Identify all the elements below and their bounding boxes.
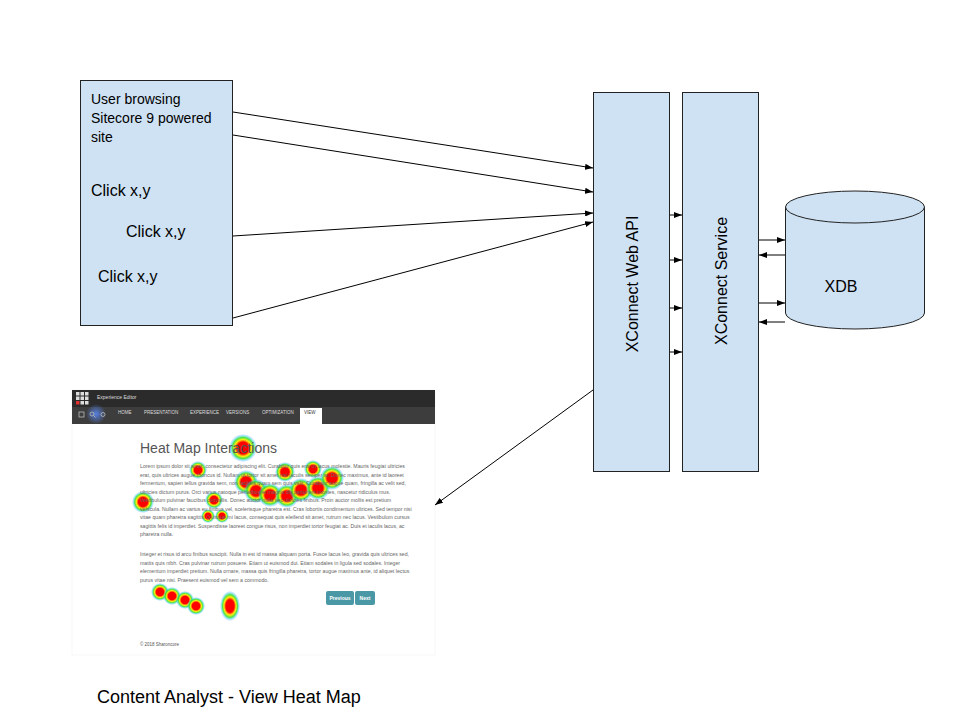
node-text: OPTIMIZATION xyxy=(262,410,294,415)
ribbon-bar xyxy=(72,407,435,424)
text-holder: VIEW xyxy=(304,410,316,415)
flow-arrow xyxy=(759,240,785,241)
figure-caption: Content Analyst - View Heat Map xyxy=(97,686,361,708)
flow-arrow xyxy=(233,135,593,192)
share-icon xyxy=(101,413,105,417)
flow-arrow xyxy=(670,352,682,353)
flow-arrow xyxy=(233,222,593,318)
node-text: EXPERIENCE xyxy=(190,410,219,415)
caption-holder: Content Analyst - View Heat Map xyxy=(97,686,361,708)
logo-cell xyxy=(81,401,85,405)
node-label: Experience Editor xyxy=(97,394,136,400)
flow-arrow xyxy=(435,390,593,505)
text-holder: EXPERIENCE xyxy=(190,410,219,415)
node-text: VERSIONS xyxy=(226,410,249,415)
flow-arrow xyxy=(233,213,593,236)
text-holder: User browsing Sitecore 9 powered site xyxy=(91,90,226,147)
node-text: Click x,y xyxy=(91,181,151,200)
cylinder-top xyxy=(786,191,925,223)
node-label: User browsing Sitecore 9 powered site xyxy=(91,90,226,147)
cylinder-body xyxy=(786,207,925,329)
logo-cell xyxy=(81,397,85,401)
text-holder: © 2018 Sharoncore xyxy=(140,642,179,647)
client-box: User browsing Sitecore 9 powered siteCli… xyxy=(80,80,233,326)
text-holder: VERSIONS xyxy=(226,410,249,415)
editor-toolbar: Experience EditorHOME PRESENTATION EXPERIE… xyxy=(72,390,435,424)
previous-button: Previous xyxy=(326,591,354,605)
text-holder: XConnect Web API xyxy=(623,216,642,353)
text-holder: Heat Map Interactions xyxy=(140,440,277,457)
page-background xyxy=(72,390,435,655)
text-holder: XDB xyxy=(825,277,858,296)
text-holder: OPTIMIZATION xyxy=(262,410,294,415)
sitecore-logo xyxy=(76,392,89,405)
flow-arrow xyxy=(759,322,785,323)
logo-cell xyxy=(76,397,80,401)
flow-arrow xyxy=(233,112,593,168)
node-text: Click x,y xyxy=(98,267,158,286)
node-label: Heat Map Interactions xyxy=(140,440,277,457)
node-text: PRESENTATION xyxy=(144,410,178,415)
logo-cell xyxy=(76,401,80,405)
node-label: XDB xyxy=(825,277,858,296)
heat-spot xyxy=(86,404,106,424)
text-holder: HOME xyxy=(118,410,132,415)
node-text: VIEW xyxy=(304,410,316,415)
node-text: Click x,y xyxy=(126,222,186,241)
text-holder: Next xyxy=(360,595,371,601)
heat-spot xyxy=(187,597,205,615)
title-bar xyxy=(72,390,435,407)
active-tab xyxy=(300,408,322,424)
flow-arrow xyxy=(670,260,682,261)
screenshot-page: Experience EditorHOME PRESENTATION EXPERIE… xyxy=(72,390,435,655)
logo-cell xyxy=(81,392,85,396)
text-holder: Lorem ipsum dolor sit amet, consectetur … xyxy=(140,462,412,539)
node-text: © 2018 Sharoncore xyxy=(140,642,179,647)
ribbon-icons xyxy=(79,412,105,418)
next-button: Next xyxy=(355,591,375,605)
text-holder: Previous xyxy=(329,595,350,601)
text-holder: Click x,y xyxy=(91,181,151,200)
logo-cell xyxy=(76,392,80,396)
node-text: Integer et risus id arcu finibus suscipi… xyxy=(140,550,412,584)
heat-spot xyxy=(320,466,344,490)
node-text: Lorem ipsum dolor sit amet, consectetur … xyxy=(140,462,412,539)
text-holder: Click x,y xyxy=(98,267,158,286)
text-holder: Click x,y xyxy=(126,222,186,241)
logo-cell xyxy=(85,401,89,405)
node-label: XConnect Service xyxy=(712,217,731,345)
text-holder: XConnect Service xyxy=(712,217,731,345)
node-label: XConnect Web API xyxy=(623,216,642,353)
node-label: Previous xyxy=(329,595,350,601)
flow-arrow xyxy=(759,303,785,304)
flow-arrow xyxy=(759,255,785,256)
logo-cell xyxy=(85,397,89,401)
flow-arrow xyxy=(670,308,682,309)
database-cylinder: XDB xyxy=(785,190,925,330)
api-box: XConnect Web API xyxy=(593,92,670,472)
flow-arrow xyxy=(670,215,682,216)
node-label: Next xyxy=(360,595,371,601)
search-icon xyxy=(94,416,96,418)
ribbon-icon xyxy=(79,412,84,417)
heat-spot xyxy=(220,591,240,621)
logo-cell xyxy=(85,392,89,396)
cylinder-outline xyxy=(785,190,925,330)
node-text: HOME xyxy=(118,410,132,415)
text-holder: Experience Editor xyxy=(97,394,136,400)
service-box: XConnect Service xyxy=(682,92,759,472)
text-holder: Integer et risus id arcu finibus suscipi… xyxy=(140,550,412,584)
search-icon xyxy=(90,412,94,416)
text-holder: PRESENTATION xyxy=(144,410,178,415)
